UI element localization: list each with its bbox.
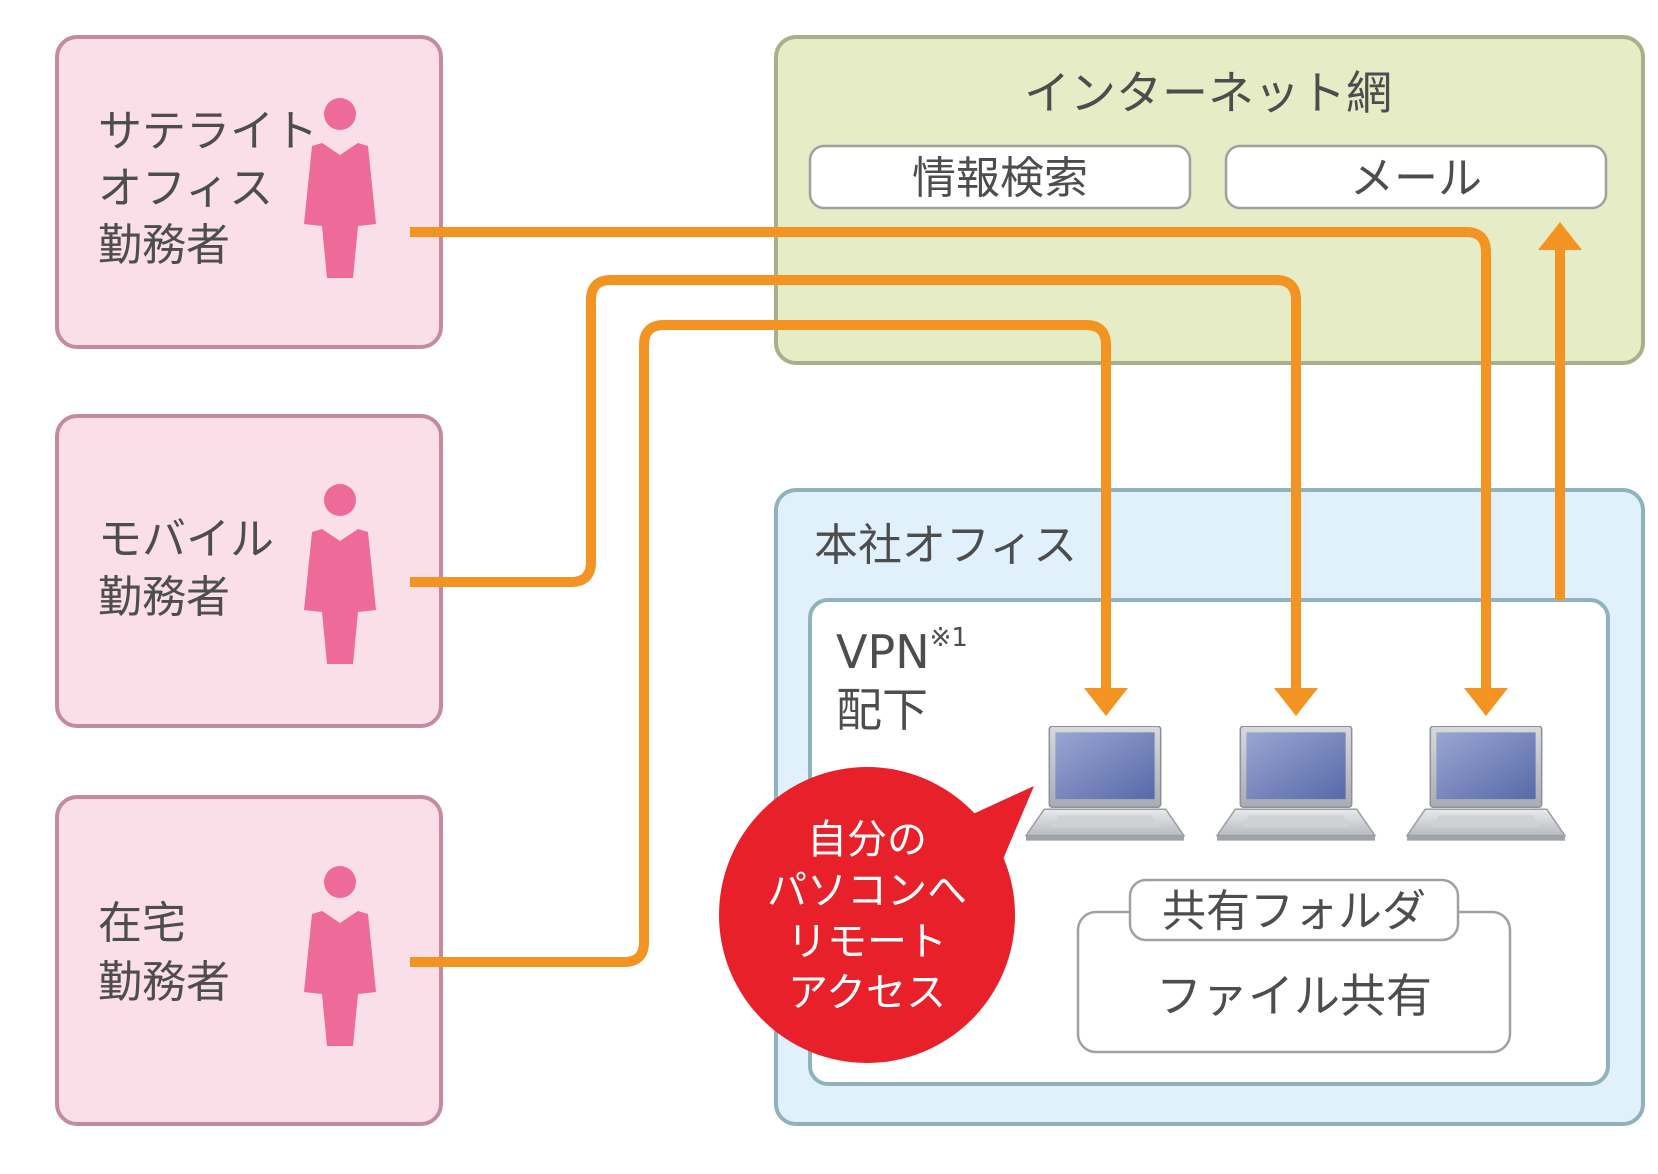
- laptop-icon: [1406, 726, 1566, 842]
- worker-satellite: サテライト オフィス 勤務者: [55, 35, 443, 349]
- laptop-icon: [1216, 726, 1376, 842]
- arrowhead-down: [1274, 688, 1318, 716]
- service-box-search: [808, 144, 1192, 210]
- arrow-satellite-to-laptop: [410, 227, 1491, 688]
- worker-box: [55, 414, 443, 728]
- callout-line: アクセス: [788, 970, 946, 1016]
- worker-label-line: 勤務者: [98, 957, 230, 1008]
- worker-mobile: モバイル 勤務者: [55, 414, 443, 728]
- service-box-mail: [1224, 144, 1608, 210]
- worker-label-line: モバイル: [98, 514, 274, 565]
- worker-label-line: 在宅: [98, 898, 186, 949]
- shared-folder-title: 共有フォルダ: [1162, 886, 1426, 937]
- arrowhead-down: [1084, 688, 1128, 716]
- service-label-search: 情報検索: [912, 153, 1088, 204]
- arrow-mobile-to-laptop: [410, 275, 1301, 688]
- vpn-text: VPN: [836, 625, 930, 679]
- shared-folder-content: ファイル共有: [1156, 969, 1432, 1023]
- callout-line: パソコンへ: [767, 868, 967, 914]
- worker-label-line: サテライト: [98, 106, 318, 157]
- hq-title: 本社オフィス: [814, 520, 1077, 571]
- worker-label-line: オフィス: [98, 163, 273, 214]
- internet-network: インターネット網 情報検索 メール: [774, 35, 1645, 365]
- remote-access-callout: 自分の パソコンへ リモート アクセス: [719, 767, 1034, 1063]
- service-label-mail: メール: [1350, 153, 1482, 204]
- internet-title: インターネット網: [1024, 66, 1392, 120]
- arrow-heads: [1084, 222, 1582, 716]
- callout-line: リモート: [787, 919, 947, 965]
- arrowhead-up: [1538, 222, 1582, 250]
- worker-label-line: 勤務者: [98, 572, 230, 623]
- vpn-suffix: 配下: [836, 683, 928, 737]
- vpn-note: ※1: [930, 623, 968, 653]
- callout-circle: [719, 767, 1015, 1063]
- shared-folder-tab: [1128, 878, 1460, 942]
- connection-arrows: [410, 227, 1565, 967]
- worker-label-line: 勤務者: [98, 220, 230, 271]
- arrow-home-to-laptop: [410, 320, 1111, 967]
- vpn-label: VPN※1: [836, 623, 968, 679]
- laptop-icon: [1025, 726, 1185, 842]
- callout-pointer: [960, 786, 1034, 890]
- callout-line: 自分の: [807, 817, 927, 863]
- arrowhead-down: [1464, 688, 1508, 716]
- worker-home: 在宅 勤務者: [55, 795, 443, 1126]
